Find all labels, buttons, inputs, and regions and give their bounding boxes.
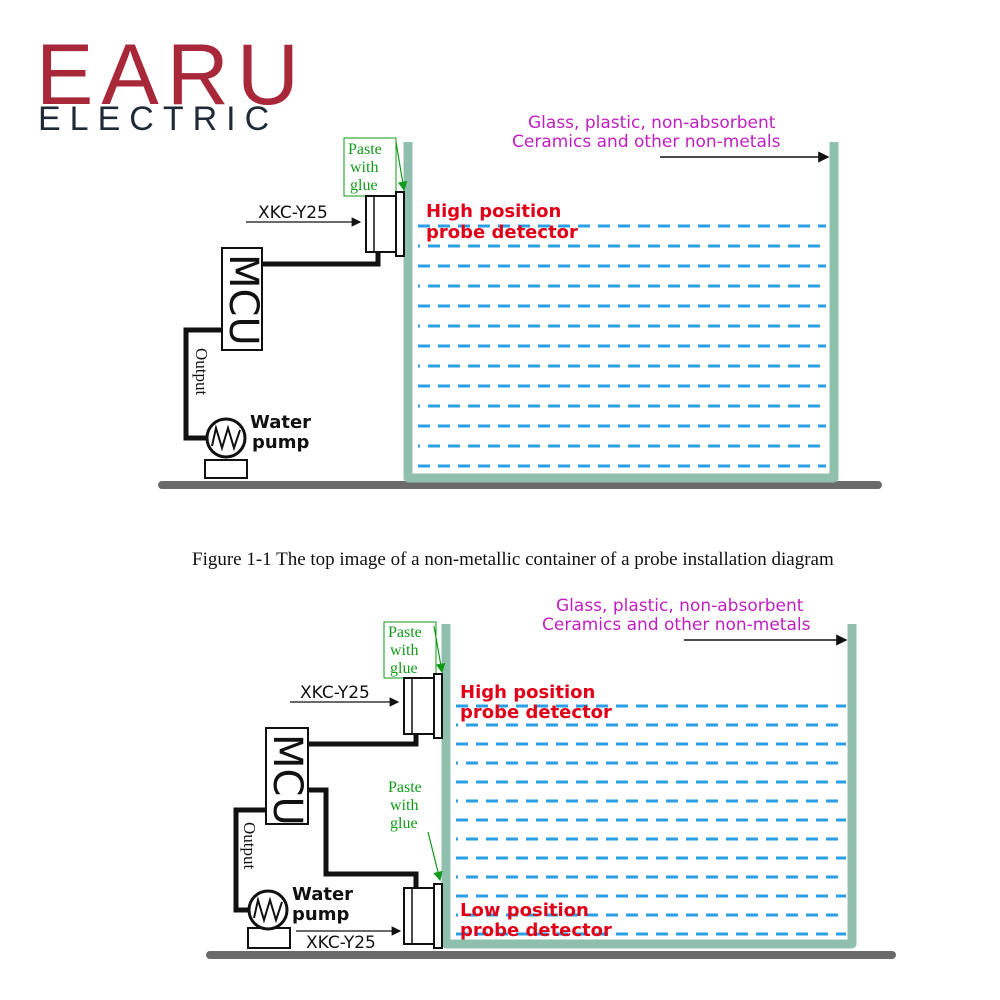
brand-logo: EARU xyxy=(36,27,307,123)
top-water xyxy=(418,224,826,468)
bottom-paste-low-1: Paste xyxy=(388,779,422,796)
bottom-low-label-1: Low position xyxy=(460,900,589,921)
top-probe-label-2: probe detector xyxy=(426,222,578,243)
bottom-paste-high-1: Paste xyxy=(388,624,422,641)
top-container xyxy=(403,142,839,483)
top-output-label: Output xyxy=(192,348,211,396)
bottom-sensor-model-high: XKC-Y25 xyxy=(300,683,370,703)
bottom-paste-high-2: with xyxy=(390,642,418,659)
bottom-high-glue-arrow xyxy=(433,625,446,674)
bottom-low-sensor-xkc-y25 xyxy=(403,883,443,949)
top-sensor-xkc-y25 xyxy=(365,191,405,257)
bottom-paste-low-2: with xyxy=(390,797,418,814)
bottom-materials-line1: Glass, plastic, non-absorbent xyxy=(556,596,804,616)
bottom-high-sensor-wire xyxy=(308,734,419,747)
top-materials-line1: Glass, plastic, non-absorbent xyxy=(528,113,776,133)
top-sensor-model: XKC-Y25 xyxy=(258,203,328,223)
bottom-paste-high-3: glue xyxy=(390,660,418,677)
top-output-wire xyxy=(183,327,222,441)
top-paste-2: with xyxy=(350,159,378,176)
brand-logo-subtitle: ELECTRIC xyxy=(38,100,279,138)
bottom-low-glue-arrow xyxy=(427,831,443,882)
top-mcu-box xyxy=(221,247,263,351)
bottom-water xyxy=(456,704,846,936)
bottom-high-sensor-xkc-y25 xyxy=(403,673,443,739)
top-paste-3: glue xyxy=(350,177,378,194)
bottom-sensor-model-low: XKC-Y25 xyxy=(306,933,376,953)
top-water-pump xyxy=(204,417,248,479)
top-glue-arrow xyxy=(395,141,408,192)
bottom-paste-low-3: glue xyxy=(390,815,418,832)
bottom-mcu-label: MCU xyxy=(264,734,310,826)
bottom-pump-label-1: Water xyxy=(292,884,353,905)
bottom-container xyxy=(441,624,857,949)
figure-caption: Figure 1-1 The top image of a non-metall… xyxy=(192,549,834,570)
top-probe-label-1: High position xyxy=(426,201,561,222)
top-pump-label-2: pump xyxy=(252,432,309,453)
bottom-low-sensor-wire xyxy=(308,787,419,888)
bottom-high-label-2: probe detector xyxy=(460,702,612,723)
bottom-high-label-1: High position xyxy=(460,682,595,703)
top-paste-1: Paste xyxy=(348,141,382,158)
top-mcu-label: MCU xyxy=(220,254,266,346)
top-pump-label-1: Water xyxy=(250,412,311,433)
top-sensor-wire xyxy=(262,252,381,267)
bottom-materials-line2: Ceramics and other non-metals xyxy=(542,615,811,635)
bottom-output-wire xyxy=(233,807,266,913)
bottom-output-label: Output xyxy=(240,822,259,870)
bottom-mcu-box xyxy=(265,727,309,825)
top-materials-line2: Ceramics and other non-metals xyxy=(512,132,781,152)
bottom-pump-label-2: pump xyxy=(292,904,349,925)
bottom-water-pump xyxy=(247,889,291,949)
bottom-low-label-2: probe detector xyxy=(460,920,612,941)
